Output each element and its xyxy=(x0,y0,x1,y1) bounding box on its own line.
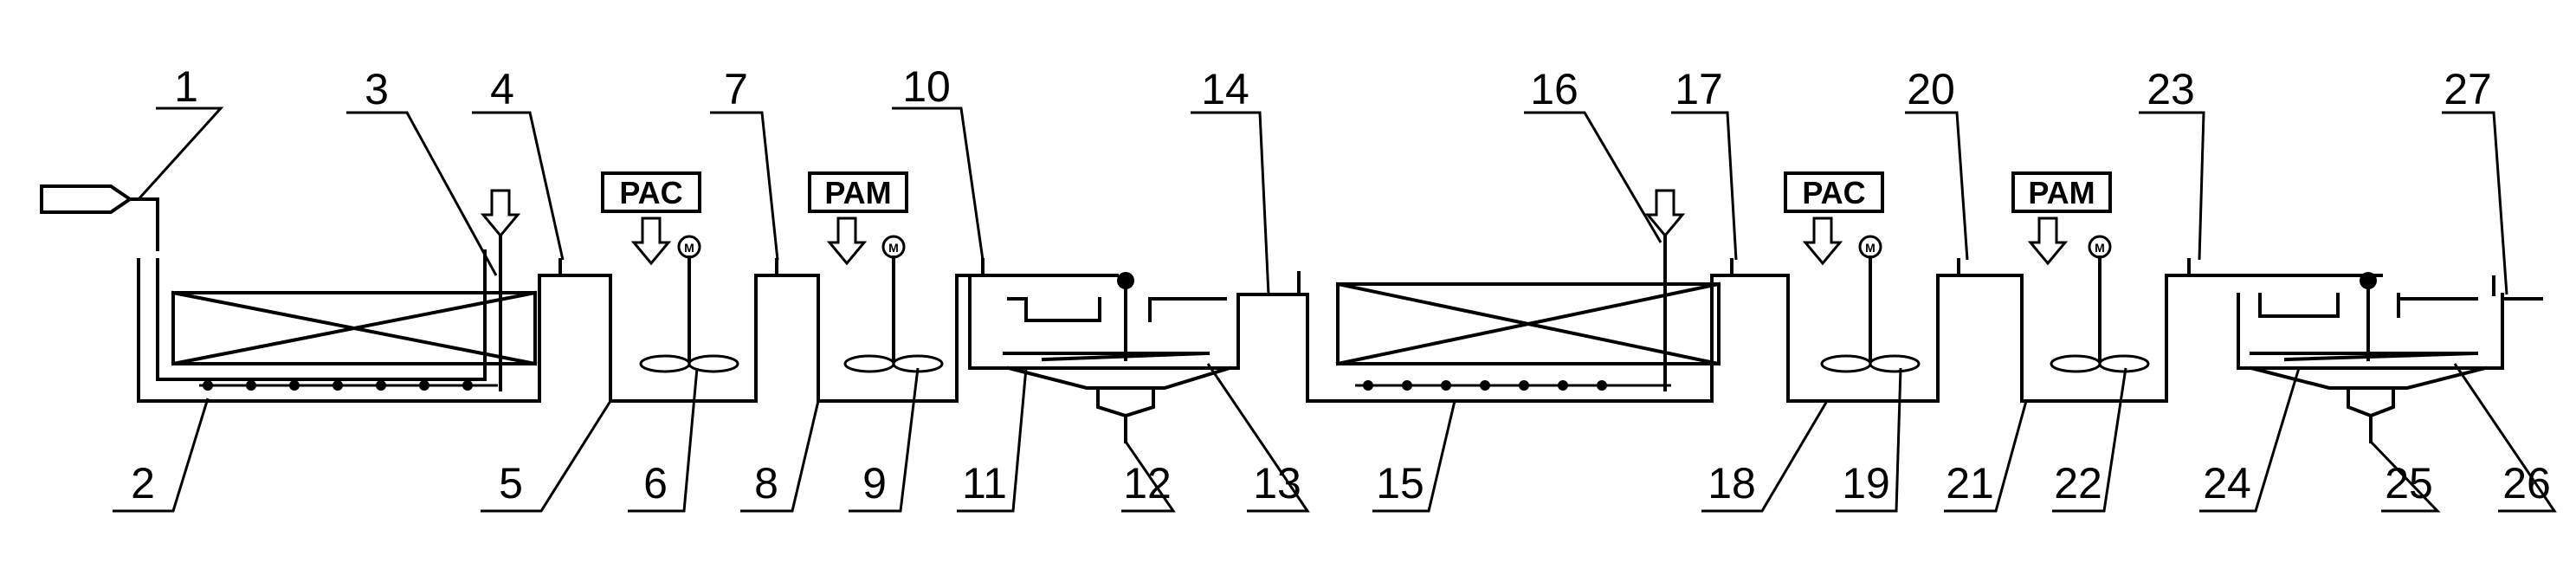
aerator-diffusers xyxy=(199,380,498,391)
label-27: 27 xyxy=(2444,65,2492,113)
label-15: 15 xyxy=(1376,459,1424,508)
mixer-motor-icon xyxy=(2088,235,2112,259)
label-14: 14 xyxy=(1201,65,1249,113)
label-7: 7 xyxy=(724,65,748,113)
label-6: 6 xyxy=(643,459,668,508)
label-18: 18 xyxy=(1708,459,1756,508)
aeration-tank-1 xyxy=(137,189,541,403)
label-2: 2 xyxy=(131,459,155,508)
pam-dose-arrow-icon xyxy=(828,217,866,265)
air-inlet-arrow-icon xyxy=(481,189,520,237)
transfer-pipe-4 xyxy=(538,274,612,294)
pac-box-2 xyxy=(1784,171,1884,213)
pac-dose-arrow-icon xyxy=(632,217,670,265)
label-4: 4 xyxy=(490,65,514,113)
label-10: 10 xyxy=(902,62,951,111)
label-11: 11 xyxy=(962,459,1007,508)
label-25: 25 xyxy=(2385,459,2433,508)
label-16: 16 xyxy=(1530,65,1579,113)
sedimentation-tank-1 xyxy=(968,272,1240,443)
aerator-diffusers xyxy=(1355,380,1671,391)
part-number-labels: 1 3 4 7 10 14 16 17 20 23 27 2 5 6 8 9 1… xyxy=(131,62,2551,508)
pac-label-1: PAC xyxy=(619,175,682,210)
label-19: 19 xyxy=(1842,459,1890,508)
coagulation-tank-1: PAC xyxy=(601,171,758,403)
aeration-tank-2 xyxy=(1297,189,1721,403)
pac-box-1 xyxy=(601,171,701,213)
label-3: 3 xyxy=(365,65,389,113)
scraper-motor-icon xyxy=(1117,272,1134,289)
label-24: 24 xyxy=(2203,459,2251,508)
transfer-pipe-20 xyxy=(1936,274,2024,403)
pac-label-2: PAC xyxy=(1802,175,1865,210)
label-5: 5 xyxy=(499,459,523,508)
mixer-motor-icon xyxy=(1858,235,1882,259)
label-23: 23 xyxy=(2147,65,2195,113)
inlet-pipe xyxy=(40,184,159,251)
leader-lines xyxy=(113,107,2557,513)
label-8: 8 xyxy=(754,459,778,508)
transfer-pipe-17 xyxy=(1710,274,1790,294)
flocculation-tank-1: PAM xyxy=(808,171,959,403)
mixer-motor-icon xyxy=(881,235,906,259)
label-22: 22 xyxy=(2054,459,2102,508)
transfer-pipe-7 xyxy=(754,274,820,403)
pam-box-1 xyxy=(808,171,908,213)
coagulation-tank-2: PAC xyxy=(1784,171,1940,403)
pam-label-1: PAM xyxy=(824,175,891,210)
pac-dose-arrow-icon xyxy=(1804,217,1842,265)
flocculation-tank-2: PAM xyxy=(2011,171,2168,403)
pam-label-2: PAM xyxy=(2028,175,2095,210)
label-20: 20 xyxy=(1907,65,1955,113)
label-21: 21 xyxy=(1946,459,1994,508)
pam-box-2 xyxy=(2011,171,2112,213)
pam-dose-arrow-icon xyxy=(2029,217,2067,265)
label-17: 17 xyxy=(1675,65,1723,113)
label-12: 12 xyxy=(1123,459,1172,508)
sedimentation-tank-2 xyxy=(2187,272,2504,443)
label-13: 13 xyxy=(1253,459,1301,508)
scraper-motor-icon xyxy=(2360,272,2377,289)
mixer-motor-icon xyxy=(677,235,701,259)
label-1: 1 xyxy=(174,62,198,111)
label-9: 9 xyxy=(862,459,887,508)
label-26: 26 xyxy=(2502,459,2551,508)
